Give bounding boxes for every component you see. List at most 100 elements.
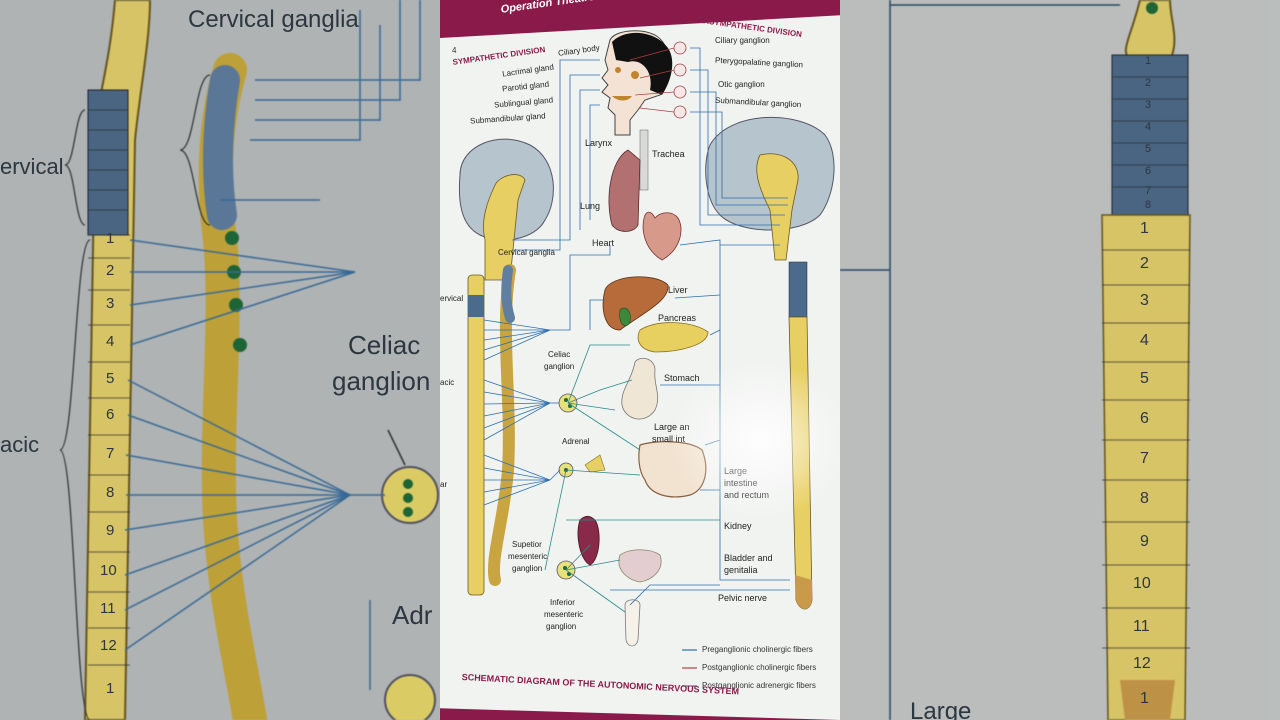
bg-right-vertebra-number: 1 (1140, 220, 1149, 237)
bg-right-vertebra-number: 7 (1145, 185, 1152, 197)
heart-illustration (642, 211, 682, 261)
label-large-small-intestine-1: Large an (654, 422, 690, 432)
kidney-illustration (577, 515, 600, 566)
label-large-intestine-rectum-2: intestine (724, 478, 758, 488)
label-celiac-ganglion: ganglion (544, 362, 575, 371)
label-heart: Heart (592, 238, 615, 248)
salivary-gland-illustration (612, 96, 632, 101)
bg-right-vertebra-number: 8 (1140, 490, 1149, 507)
label-inferior-mesenteric-1: Inferior (550, 598, 575, 607)
bg-right-vertebra-number: 10 (1133, 575, 1151, 592)
sympathetic-chain-cervical (501, 265, 515, 323)
stomach-illustration (621, 357, 659, 420)
genitalia-illustration (624, 599, 641, 647)
bg-thoracic-label: acic (0, 432, 40, 457)
label-kidney: Kidney (724, 521, 752, 531)
label-bladder-genitalia-1: Bladder and (724, 553, 773, 563)
gallbladder-illustration (619, 307, 631, 326)
label-celiac: Celiac (548, 350, 571, 359)
page-number: 4 (452, 46, 457, 55)
left-spinal-cord (467, 274, 485, 596)
eye-illustration (615, 67, 621, 73)
right-cervical-segment (788, 261, 808, 318)
adrenal-illustration (584, 454, 606, 473)
bg-left-vertebra-number: 1 (106, 230, 115, 247)
bg-left-vertebra-number: 11 (100, 600, 116, 617)
label-pancreas: Pancreas (658, 313, 697, 323)
bg-adrenal-label: Adr (392, 600, 433, 630)
bg-right-vertebra-number: 8 (1145, 199, 1152, 211)
label-large-small-intestine-2: small int (652, 434, 686, 444)
left-cervical-segment (468, 295, 484, 317)
label-superior-mesenteric-3: ganglion (512, 564, 543, 573)
bg-left-vertebra-number: 7 (106, 445, 115, 462)
right-sacral-segment (795, 575, 812, 609)
label-adrenal: Adrenal (562, 437, 590, 446)
bg-celiac-label: Celiac (348, 330, 421, 360)
bg-right-vertebra-number: 2 (1145, 77, 1152, 89)
book-page: Operation Theatre Techniq 4 (440, 0, 840, 720)
bg-left-vertebra-number: 1 (106, 680, 115, 697)
label-superior-mesenteric-2: mesenteric (508, 552, 548, 561)
label-bladder-genitalia-2: genitalia (724, 565, 758, 575)
intestine-illustration (638, 441, 707, 498)
bg-large-label: Large (910, 698, 972, 720)
bg-right-vertebra-number: 4 (1140, 332, 1149, 349)
bg-right-vertebra-number: 7 (1140, 450, 1149, 467)
bg-left-vertebra-number: 4 (106, 333, 115, 350)
label-cervical-ganglia: Cervical ganglia (498, 248, 555, 257)
autonomic-nervous-system-diagram (458, 30, 835, 687)
bg-ganglion-label: ganglion (332, 366, 431, 396)
bg-left-vertebra-number: 9 (106, 522, 115, 539)
bg-right-vertebra-number: 11 (1133, 618, 1150, 635)
bg-right-vertebra-number: 6 (1145, 165, 1152, 177)
bg-left-vertebra-number: 5 (106, 370, 115, 387)
background-right-illustration (840, 0, 1191, 720)
legend-postganglionic-cholinergic: Postganglionic cholinergic fibers (702, 663, 817, 672)
background-left-illustration (59, 0, 439, 720)
hair-illustration (612, 32, 673, 95)
label-otic-ganglion: Otic ganglion (718, 80, 765, 89)
liver-illustration (602, 276, 669, 331)
pancreas-illustration (637, 322, 709, 353)
label-liver: Liver (668, 285, 688, 295)
bg-right-vertebra-number: 2 (1140, 255, 1149, 272)
label-cervical: ervical (440, 294, 464, 303)
label-large-intestine-rectum-1: Large (724, 466, 748, 476)
right-spinal-cord (788, 316, 813, 610)
gland-illustration (631, 71, 639, 79)
bg-left-vertebra-number: 2 (106, 262, 115, 279)
label-inferior-mesenteric-3: ganglion (546, 622, 577, 631)
lung-illustration (608, 149, 641, 232)
bg-left-vertebra-number: 6 (106, 406, 115, 423)
bg-right-vertebra-number: 3 (1145, 99, 1152, 111)
bg-right-vertebra-number: 5 (1145, 143, 1152, 155)
right-brainstem (756, 153, 799, 261)
bg-right-vertebra-number: 1 (1140, 690, 1149, 707)
label-larynx: Larynx (585, 138, 613, 148)
bg-left-vertebra-number: 12 (100, 637, 117, 654)
label-lumbar: ar (440, 480, 448, 489)
page-footer-band (440, 708, 840, 720)
bg-right-vertebra-number: 5 (1140, 370, 1149, 387)
trachea-illustration (639, 129, 649, 191)
label-stomach: Stomach (664, 373, 700, 383)
bg-right-vertebra-number: 4 (1145, 121, 1152, 133)
label-ciliary-ganglion: Ciliary ganglion (715, 36, 770, 45)
bg-right-vertebra-number: 12 (1133, 655, 1151, 672)
bg-right-vertebra-number: 6 (1140, 410, 1149, 427)
label-trachea: Trachea (652, 149, 685, 159)
label-inferior-mesenteric-2: mesenteric (544, 610, 584, 619)
bg-left-vertebra-number: 3 (106, 295, 115, 312)
bg-right-vertebra-number: 3 (1140, 292, 1149, 309)
bg-cervical-label: ervical (0, 154, 64, 179)
legend-preganglionic: Preganglionic cholinergic fibers (702, 645, 813, 654)
bladder-illustration (618, 549, 662, 583)
background-left-panel: Cervical ganglia ervical Celiac ganglion… (0, 0, 440, 720)
bg-left-vertebra-number: 8 (106, 484, 115, 501)
label-superior-mesenteric-1: Supetior (512, 540, 542, 549)
label-pelvic-nerve: Pelvic nerve (718, 593, 768, 603)
legend-postganglionic-adrenergic: Postganglionic adrenergic fibers (702, 681, 816, 690)
bg-right-vertebra-number: 1 (1145, 55, 1152, 67)
